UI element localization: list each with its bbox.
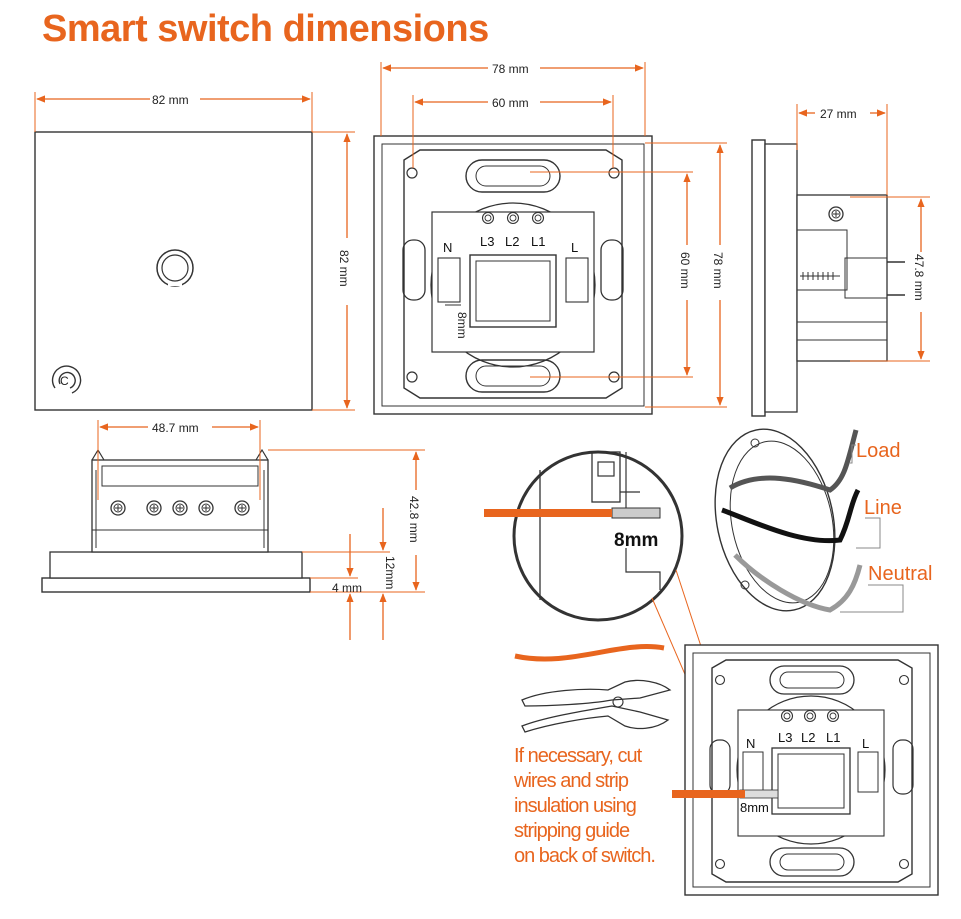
brand-logo-icon: C [51, 365, 82, 394]
strip-guide-back-label: 8mm [455, 312, 469, 339]
front-height-label: 82 mm [337, 250, 351, 287]
back-view: N L3 L2 L1 L 8mm [373, 135, 653, 415]
wire-line [721, 488, 861, 544]
dimension-side-depth: 27 mm [796, 104, 888, 195]
instruction-text: If necessary, cut wires and strip insula… [514, 744, 699, 869]
bottom-view [41, 448, 311, 593]
wire-label-load: Load [856, 440, 901, 462]
dimension-front-height: 82 mm [312, 131, 355, 411]
side-height-label: 47.8 mm [912, 254, 926, 301]
strip-zoom-label: 8mm [614, 530, 658, 551]
wire-neutral [733, 553, 863, 613]
touch-button-icon [156, 249, 194, 287]
dimension-bottom-total-height: 42.8 mm [268, 449, 425, 593]
lower-terminal-label-l: L [862, 736, 869, 751]
terminal-label-l: L [571, 240, 578, 255]
wire-load [728, 429, 859, 493]
instruction-line: stripping guide [514, 820, 630, 842]
strip-zoom-view: 8mm [512, 450, 684, 622]
instruction-line: on back of switch. [514, 845, 656, 867]
dimension-back-outer-width: 78 mm [380, 62, 646, 136]
page-title: Smart switch dimensions [42, 8, 489, 50]
terminal-label-l3: L3 [480, 234, 494, 249]
terminal-label-l1: L1 [531, 234, 545, 249]
strip-lower-label: 8mm [740, 800, 769, 815]
dimension-bottom-width: 48.7 mm [97, 420, 261, 500]
dimension-back-outer-height: 78 mm [645, 142, 727, 408]
back-inner-width-label: 60 mm [492, 96, 529, 110]
orange-wire-stripper [514, 644, 665, 662]
svg-text:C: C [60, 374, 69, 388]
bottom-thickness-label: 4 mm [332, 581, 362, 595]
dimension-side-height: 47.8 mm [850, 196, 930, 362]
side-depth-label: 27 mm [820, 107, 857, 121]
back-inner-height-label: 60 mm [678, 252, 692, 289]
terminal-label-l2: L2 [505, 234, 519, 249]
bottom-offset-label: 12mm [383, 556, 397, 589]
dimension-back-inner-height: 60 mm [530, 171, 693, 378]
wire-stripper-icon [521, 679, 672, 733]
dimension-front-width: 82 mm [34, 92, 313, 132]
lower-back-view: N L3 L2 L1 L 8mm [684, 644, 939, 896]
side-view [751, 139, 905, 417]
dimension-bottom-thickness: 4 mm [310, 534, 362, 640]
instruction-line: wires and strip [514, 770, 629, 792]
dimension-back-inner-width: 60 mm [412, 95, 614, 168]
back-outer-height-label: 78 mm [711, 252, 725, 289]
front-view: C [34, 131, 313, 411]
instruction-line: If necessary, cut [514, 745, 642, 767]
bottom-total-height-label: 42.8 mm [407, 496, 421, 543]
lower-terminal-label-l3: L3 [778, 730, 792, 745]
lower-terminal-label-n: N [746, 736, 755, 751]
instruction-line: insulation using [514, 795, 637, 817]
lower-terminal-label-l1: L1 [826, 730, 840, 745]
bottom-width-label: 48.7 mm [152, 421, 199, 435]
wall-box [714, 428, 836, 612]
terminal-label-n: N [443, 240, 452, 255]
wire-label-neutral: Neutral [868, 563, 932, 585]
dimension-bottom-offset: 12mm [302, 508, 397, 640]
front-width-label: 82 mm [152, 93, 189, 107]
lower-terminal-label-l2: L2 [801, 730, 815, 745]
wire-label-line: Line [864, 497, 902, 519]
back-outer-width-label: 78 mm [492, 62, 529, 76]
